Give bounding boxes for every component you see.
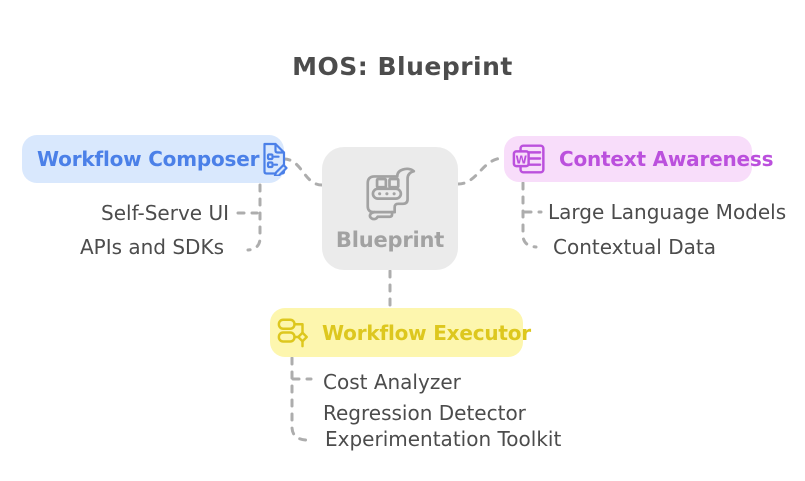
document-edit-icon [263, 142, 288, 176]
edge-composer-center [282, 157, 324, 187]
word-icon-letter: W [516, 154, 528, 166]
node-workflow-composer: Workflow Composer [22, 135, 288, 183]
node-workflow-executor: Workflow Executor [270, 308, 531, 357]
edge-composer-children [246, 183, 262, 252]
word-document-icon: W [512, 144, 545, 174]
edge-context-children [521, 181, 538, 249]
leaf-apis-and-sdks: APIs and SDKs [79, 235, 224, 259]
leaf-experimentation-toolkit: Experimentation Toolkit [325, 427, 562, 451]
node-context-awareness-label: Context Awareness [559, 147, 774, 171]
node-workflow-composer-label: Workflow Composer [37, 147, 260, 171]
leaf-large-language-models: Large Language Models [548, 200, 787, 224]
leaf-cost-analyzer: Cost Analyzer [323, 370, 461, 394]
edge-center-context [456, 156, 506, 186]
diagram-title: MOS: Blueprint [292, 52, 513, 81]
node-workflow-executor-label: Workflow Executor [322, 320, 531, 345]
node-blueprint-center: Blueprint [322, 147, 458, 270]
node-blueprint-label: Blueprint [335, 227, 445, 252]
leaf-contextual-data: Contextual Data [553, 235, 716, 259]
node-context-awareness: W Context Awareness [504, 136, 773, 182]
conveyor-scroll-icon [366, 166, 416, 220]
workflow-icon [277, 318, 308, 348]
edge-executor-children [290, 356, 308, 442]
leaf-regression-detector: Regression Detector [323, 401, 526, 425]
leaf-self-serve-ui: Self-Serve UI [101, 201, 229, 225]
